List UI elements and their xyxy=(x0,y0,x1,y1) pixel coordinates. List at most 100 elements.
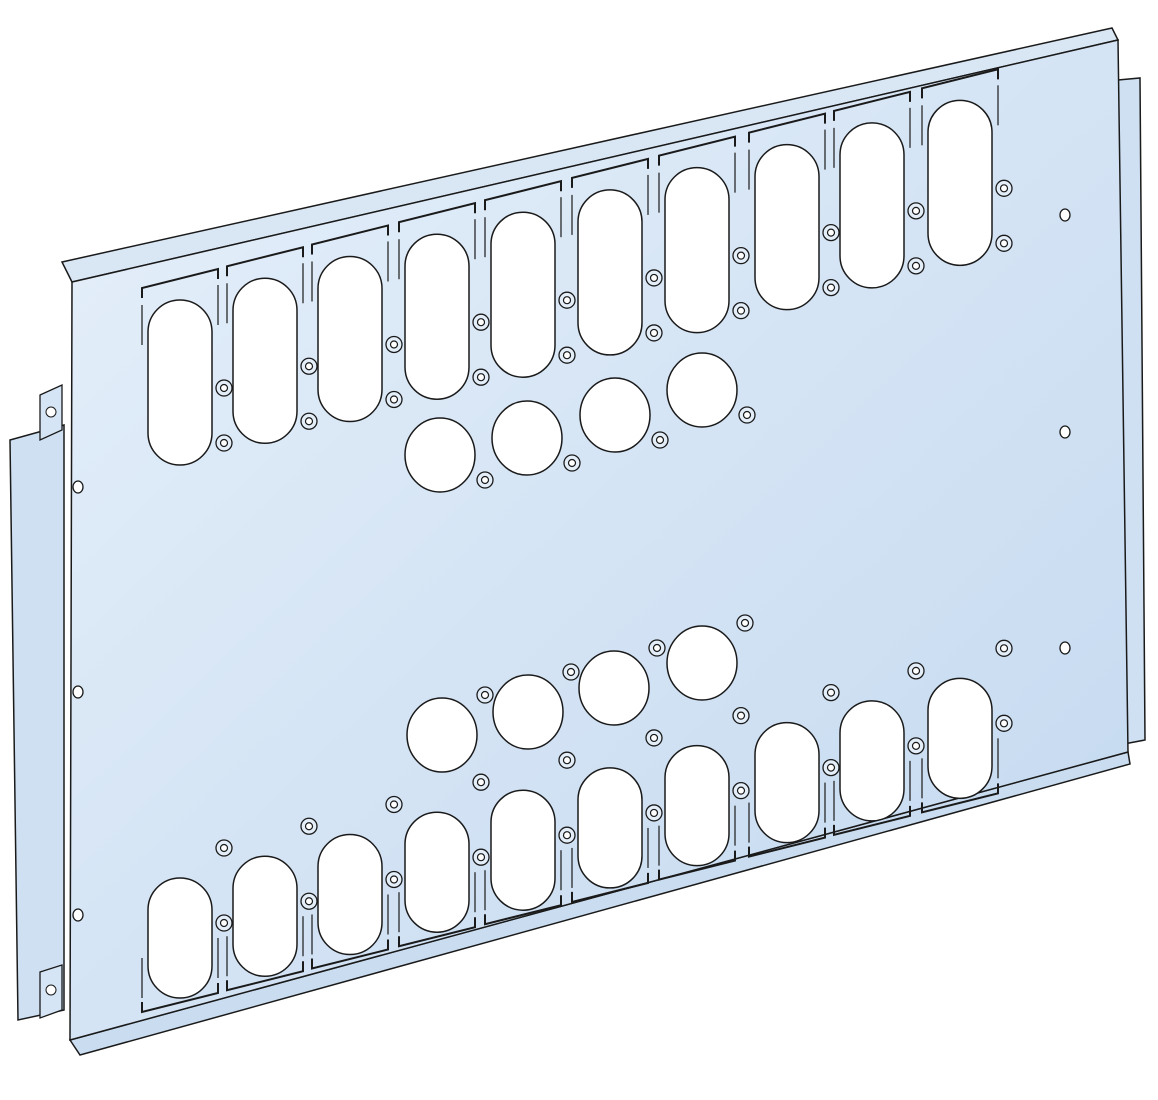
bottom-slot-9 xyxy=(839,700,905,822)
top-slot-washer-6a-inner xyxy=(649,273,659,283)
bottom-slot-4 xyxy=(404,811,470,933)
bottom-slot-washer-1a-inner xyxy=(219,843,229,853)
top-slot-washer-4b-inner xyxy=(476,373,486,382)
bottom-slot-8 xyxy=(754,721,820,844)
top-round-hole-1 xyxy=(404,417,476,493)
bottom-slot-washer-9a-inner xyxy=(911,666,921,675)
bottom-slot-4-frame xyxy=(398,917,476,948)
bottom-slot-washer-3b-inner xyxy=(389,875,399,884)
top-slot-10-frame xyxy=(921,68,999,99)
bottom-slot-washer-6b-inner xyxy=(649,808,659,818)
bottom-slot-9-frame xyxy=(833,805,911,837)
bottom-slot-10-frame xyxy=(921,783,999,814)
bottom-slot-7-frame xyxy=(658,850,736,881)
top-slot-3-frame xyxy=(311,224,389,255)
ear-top-hole xyxy=(45,406,57,418)
bottom-slot-washer-10a-inner xyxy=(999,644,1009,653)
bottom-slot-6-frame xyxy=(571,872,649,904)
top-slot-washer-8b-inner xyxy=(826,283,836,292)
bottom-slot-washer-1b-inner xyxy=(219,918,229,928)
bottom-slot-washer-7a-inner xyxy=(736,711,746,720)
top-round-hole-2 xyxy=(491,400,563,476)
top-round-washer-3-inner xyxy=(655,435,665,445)
top-slot-8 xyxy=(754,143,820,311)
top-slot-10 xyxy=(927,99,993,267)
bottom-slot-8-frame xyxy=(748,827,826,858)
top-slot-washer-3a-inner xyxy=(389,340,399,349)
top-slot-washer-5b-inner xyxy=(562,351,572,360)
bottom-slot-2-frame xyxy=(226,961,304,992)
mounting-ears xyxy=(39,383,63,1019)
top-slot-3 xyxy=(317,255,383,423)
top-round-hole-3 xyxy=(579,377,651,453)
top-slot-1-frame xyxy=(141,267,219,298)
bottom-slot-washer-10b-inner xyxy=(999,719,1009,728)
bottom-slot-washer-5a-inner xyxy=(562,756,572,765)
bottom-slot-2 xyxy=(232,855,298,977)
top-slot-washer-6b-inner xyxy=(649,328,659,338)
top-slot-washer-10a-inner xyxy=(999,184,1009,193)
top-slot-washer-7b-inner xyxy=(736,306,746,315)
top-slot-4-frame xyxy=(398,201,476,233)
top-slot-washer-2a-inner xyxy=(304,362,314,371)
top-round-washer-1-inner xyxy=(480,475,490,485)
mounting-hole-1 xyxy=(72,480,84,494)
bottom-slot-1 xyxy=(147,877,213,999)
left-flange xyxy=(9,424,65,1021)
mounting-hole-2 xyxy=(72,685,84,699)
top-slot-6 xyxy=(577,189,643,356)
bottom-slot-washer-8b-inner xyxy=(826,763,836,772)
top-round-hole-4 xyxy=(666,352,738,428)
bottom-slot-6 xyxy=(577,767,643,889)
top-slot-5-frame xyxy=(484,179,562,211)
bottom-round-washer-3-inner xyxy=(652,643,662,653)
bottom-slot-7 xyxy=(664,744,730,867)
bottom-round-hole-3 xyxy=(578,650,650,726)
ear-bottom-hole xyxy=(45,984,57,996)
bottom-round-washer-1-inner xyxy=(480,690,490,700)
top-slot-washer-9a-inner xyxy=(911,206,921,215)
bottom-round-hole-2 xyxy=(492,674,564,750)
top-slot-7 xyxy=(664,166,730,334)
bottom-slot-washer-2a-inner xyxy=(304,822,314,831)
mounting-hole-4 xyxy=(1059,208,1071,222)
top-slot-washer-1b-inner xyxy=(219,438,229,448)
top-slot-8-frame xyxy=(748,112,826,143)
top-slot-washer-9b-inner xyxy=(911,261,921,270)
bottom-slot-5 xyxy=(490,789,556,911)
top-slot-washer-3b-inner xyxy=(389,395,399,404)
top-slot-washer-5a-inner xyxy=(562,296,572,305)
top-slot-washer-10b-inner xyxy=(999,239,1009,248)
bottom-slot-washer-5b-inner xyxy=(562,831,572,840)
top-slot-washer-4a-inner xyxy=(476,318,486,327)
mounting-hole-3 xyxy=(72,908,84,922)
bottom-slot-3-frame xyxy=(311,939,389,970)
bottom-slot-washer-6a-inner xyxy=(649,733,659,743)
bottom-slot-washer-4b-inner xyxy=(476,853,486,862)
top-round-washer-4-inner xyxy=(742,410,752,420)
bottom-slot-1-frame xyxy=(141,983,219,1014)
top-slot-9 xyxy=(839,122,905,289)
bottom-slot-washer-7b-inner xyxy=(736,786,746,795)
mounting-hole-6 xyxy=(1059,641,1071,655)
bottom-slot-washer-4a-inner xyxy=(476,778,486,787)
bottom-slot-washer-2b-inner xyxy=(304,897,314,906)
top-slot-washer-1a-inner xyxy=(219,383,229,393)
top-slot-7-frame xyxy=(658,135,736,166)
bottom-slot-washer-3a-inner xyxy=(389,800,399,809)
bottom-slot-10 xyxy=(927,677,993,800)
mounting-hole-5 xyxy=(1059,425,1071,439)
top-slot-washer-7a-inner xyxy=(736,251,746,260)
bottom-round-washer-2-inner xyxy=(566,667,576,677)
bottom-slot-washer-8a-inner xyxy=(826,688,836,697)
bottom-slot-5-frame xyxy=(484,895,562,926)
top-slot-4 xyxy=(404,233,470,400)
top-slot-2 xyxy=(232,277,298,444)
bottom-round-hole-1 xyxy=(406,697,478,773)
top-slot-1 xyxy=(147,299,213,466)
top-slot-5 xyxy=(490,211,556,378)
top-slot-2-frame xyxy=(226,245,304,277)
top-slot-washer-8a-inner xyxy=(826,228,836,237)
bottom-round-hole-4 xyxy=(666,625,738,701)
